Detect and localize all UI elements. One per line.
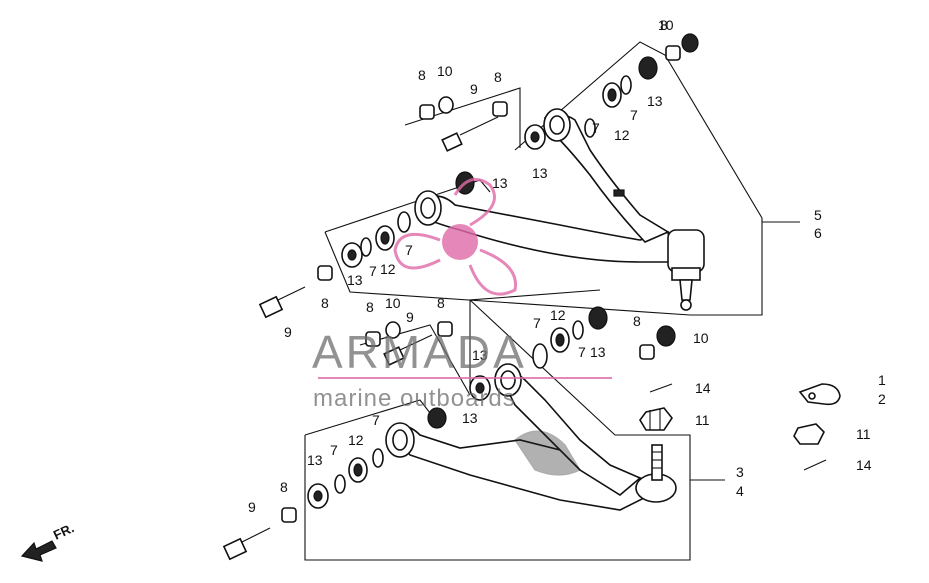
collars-8[interactable]: [281, 45, 681, 523]
callout-8: 8: [321, 295, 329, 311]
callout-13: 13: [472, 347, 488, 363]
nut-11-lower[interactable]: [793, 423, 825, 445]
callout-13: 13: [307, 452, 323, 468]
callout-8: 8: [280, 479, 288, 495]
callout-7: 7: [369, 263, 377, 279]
callout-2: 2: [878, 391, 886, 407]
callout-12: 12: [348, 432, 364, 448]
callout-6: 6: [814, 225, 822, 241]
lower-arm[interactable]: [385, 363, 677, 511]
callout-13: 13: [492, 175, 508, 191]
callout-10: 10: [437, 63, 453, 79]
bolt-9-upper-mid[interactable]: [441, 116, 499, 152]
callout-3: 3: [736, 464, 744, 480]
callout-10: 10: [693, 330, 709, 346]
callout-10: 10: [658, 17, 674, 33]
callout-9: 9: [248, 499, 256, 515]
cotter-pin-14-lower[interactable]: [803, 459, 827, 471]
callout-13: 13: [647, 93, 663, 109]
callout-7: 7: [405, 242, 413, 258]
callout-12: 12: [380, 261, 396, 277]
callout-8: 8: [660, 17, 668, 33]
callout-13: 13: [532, 165, 548, 181]
leader-lines: [304, 41, 800, 561]
callout-13: 13: [590, 344, 606, 360]
callout-7: 7: [533, 315, 541, 331]
callout-7: 7: [630, 107, 638, 123]
callout-14: 14: [856, 457, 872, 473]
callout-5: 5: [814, 207, 822, 223]
watermark-brand: ARMADA: [312, 326, 527, 378]
clip-1-2[interactable]: [798, 383, 841, 406]
bolt-9-lower-mid[interactable]: [383, 334, 433, 366]
caps-10[interactable]: [385, 33, 699, 347]
watermark-tagline: marine outboards: [313, 385, 516, 412]
watermark: ARMADA marine outboards: [312, 177, 612, 412]
callout-labels: 8 10 8 10 9 8 13 12 7 7 13 13 5 6 7 13 7…: [248, 17, 886, 515]
callout-9: 9: [284, 324, 292, 340]
upper-arm[interactable]: [414, 108, 705, 311]
callout-8: 8: [437, 295, 445, 311]
callout-13: 13: [462, 410, 478, 426]
callout-11: 11: [856, 426, 871, 442]
callout-1: 1: [878, 372, 886, 388]
direction-label: FR.: [51, 520, 76, 542]
bolt-9-lower-left[interactable]: [222, 527, 271, 561]
callout-11: 11: [695, 412, 710, 428]
bolt-9-upper-left[interactable]: [258, 286, 306, 319]
callout-4: 4: [736, 483, 744, 499]
callout-14: 14: [695, 380, 711, 396]
callout-7: 7: [330, 442, 338, 458]
front-direction-arrow-icon: FR.: [20, 520, 76, 562]
callout-7: 7: [592, 120, 600, 136]
callout-7: 7: [578, 344, 586, 360]
callout-8: 8: [494, 69, 502, 85]
callout-10: 10: [385, 295, 401, 311]
callout-7: 7: [372, 412, 380, 428]
callout-13: 13: [347, 272, 363, 288]
nut-11-upper[interactable]: [639, 407, 673, 431]
propeller-logo-icon: [393, 177, 518, 296]
callout-9: 9: [470, 81, 478, 97]
callout-12: 12: [550, 307, 566, 323]
callout-12: 12: [614, 127, 630, 143]
callout-8: 8: [418, 67, 426, 83]
callout-8: 8: [366, 299, 374, 315]
callout-8: 8: [633, 313, 641, 329]
callout-9: 9: [406, 309, 414, 325]
cotter-pin-14-upper[interactable]: [649, 383, 673, 393]
